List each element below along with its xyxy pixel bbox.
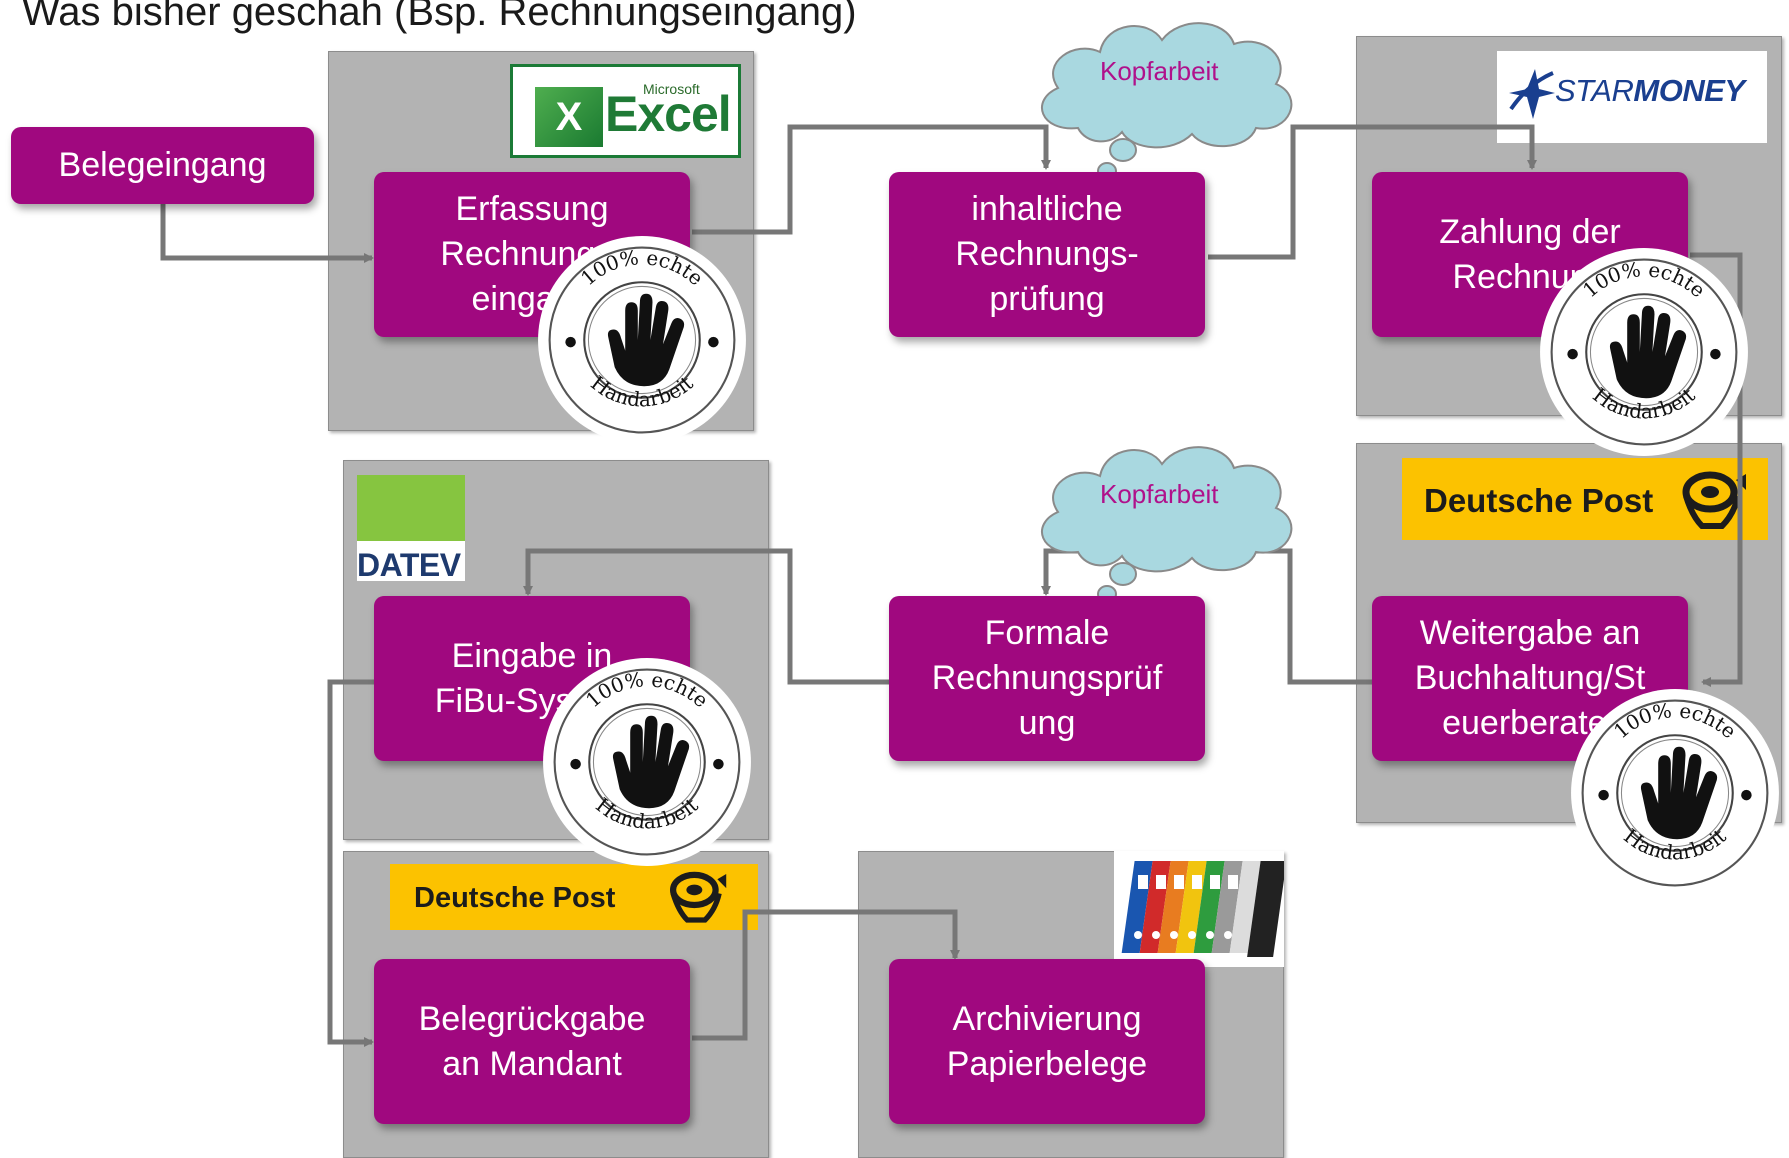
- arrow-belegeingang-erfassung: [160, 204, 374, 263]
- thought-cloud-top: [1041, 22, 1293, 191]
- deutsche-post-text: Deutsche Post: [1424, 482, 1654, 519]
- arrow-pruefung-zahlung: [1208, 124, 1537, 260]
- handarbeit-stamp: 100% echte Handarbeit: [1540, 248, 1748, 456]
- arrow-erfassung-pruefung: [692, 124, 1051, 235]
- post-horn-icon: [669, 871, 727, 923]
- datev-text: DATEV: [357, 547, 461, 581]
- excel-logo-text: Excel: [605, 86, 732, 142]
- datev-logo: DATEV: [357, 475, 465, 581]
- handarbeit-stamp: 100% echte Handarbeit: [543, 658, 751, 866]
- starmoney-logo: STARMONEY: [1497, 51, 1767, 143]
- step-belegeingang: Belegeingang: [11, 127, 314, 204]
- binders-image: [1114, 851, 1284, 967]
- arrow-rueckgabe-archivierung: [692, 909, 960, 1041]
- starmoney-star-text: STAR: [1555, 73, 1634, 108]
- datev-band: [357, 541, 465, 581]
- star-icon: [1509, 69, 1555, 119]
- binder-icons: [1121, 861, 1284, 957]
- step-weitergabe: Weitergabe an Buchhaltung/St euerberater: [1372, 596, 1688, 761]
- handarbeit-stamp: 100% echte Handarbeit: [538, 236, 746, 444]
- cloud-label-middle: Kopfarbeit: [1100, 479, 1219, 509]
- excel-logo: X Microsoft Excel: [510, 64, 741, 158]
- cloud-label-top: Kopfarbeit: [1100, 56, 1219, 86]
- thought-cloud-middle: [1041, 446, 1293, 614]
- deutsche-post-logo-bottom: Deutsche Post: [390, 864, 758, 930]
- page-title: Was bisher geschah (Bsp. Rechnungseingan…: [22, 0, 857, 34]
- hand-icon: [607, 293, 685, 387]
- hand-icon: [1609, 305, 1687, 399]
- arrow-weitergabe-formale: [1041, 548, 1374, 685]
- excel-logo-microsoft: Microsoft: [643, 81, 700, 97]
- hand-icon: [1640, 746, 1718, 840]
- deutsche-post-text: Deutsche Post: [414, 882, 616, 914]
- excel-icon: X: [535, 87, 603, 147]
- step-formale-pruefung: Formale Rechnungsprüf ung: [889, 596, 1205, 761]
- post-horn-icon: [1682, 471, 1746, 529]
- arrow-eingabe-rueckgabe: [327, 679, 375, 1047]
- step-archivierung: Archivierung Papierbelege: [889, 959, 1205, 1124]
- handarbeit-stamp: 100% echte Handarbeit: [1571, 689, 1779, 897]
- arrow-zahlung-weitergabe: [1690, 252, 1743, 687]
- arrow-formale-eingabe: [523, 548, 890, 685]
- step-inhaltliche-pruefung: inhaltliche Rechnungs- prüfung: [889, 172, 1205, 337]
- starmoney-money-text: MONEY: [1633, 73, 1745, 108]
- hand-icon: [612, 715, 690, 809]
- deutsche-post-logo-right: Deutsche Post: [1402, 458, 1768, 540]
- step-belegrueckgabe: Belegrückgabe an Mandant: [374, 959, 690, 1124]
